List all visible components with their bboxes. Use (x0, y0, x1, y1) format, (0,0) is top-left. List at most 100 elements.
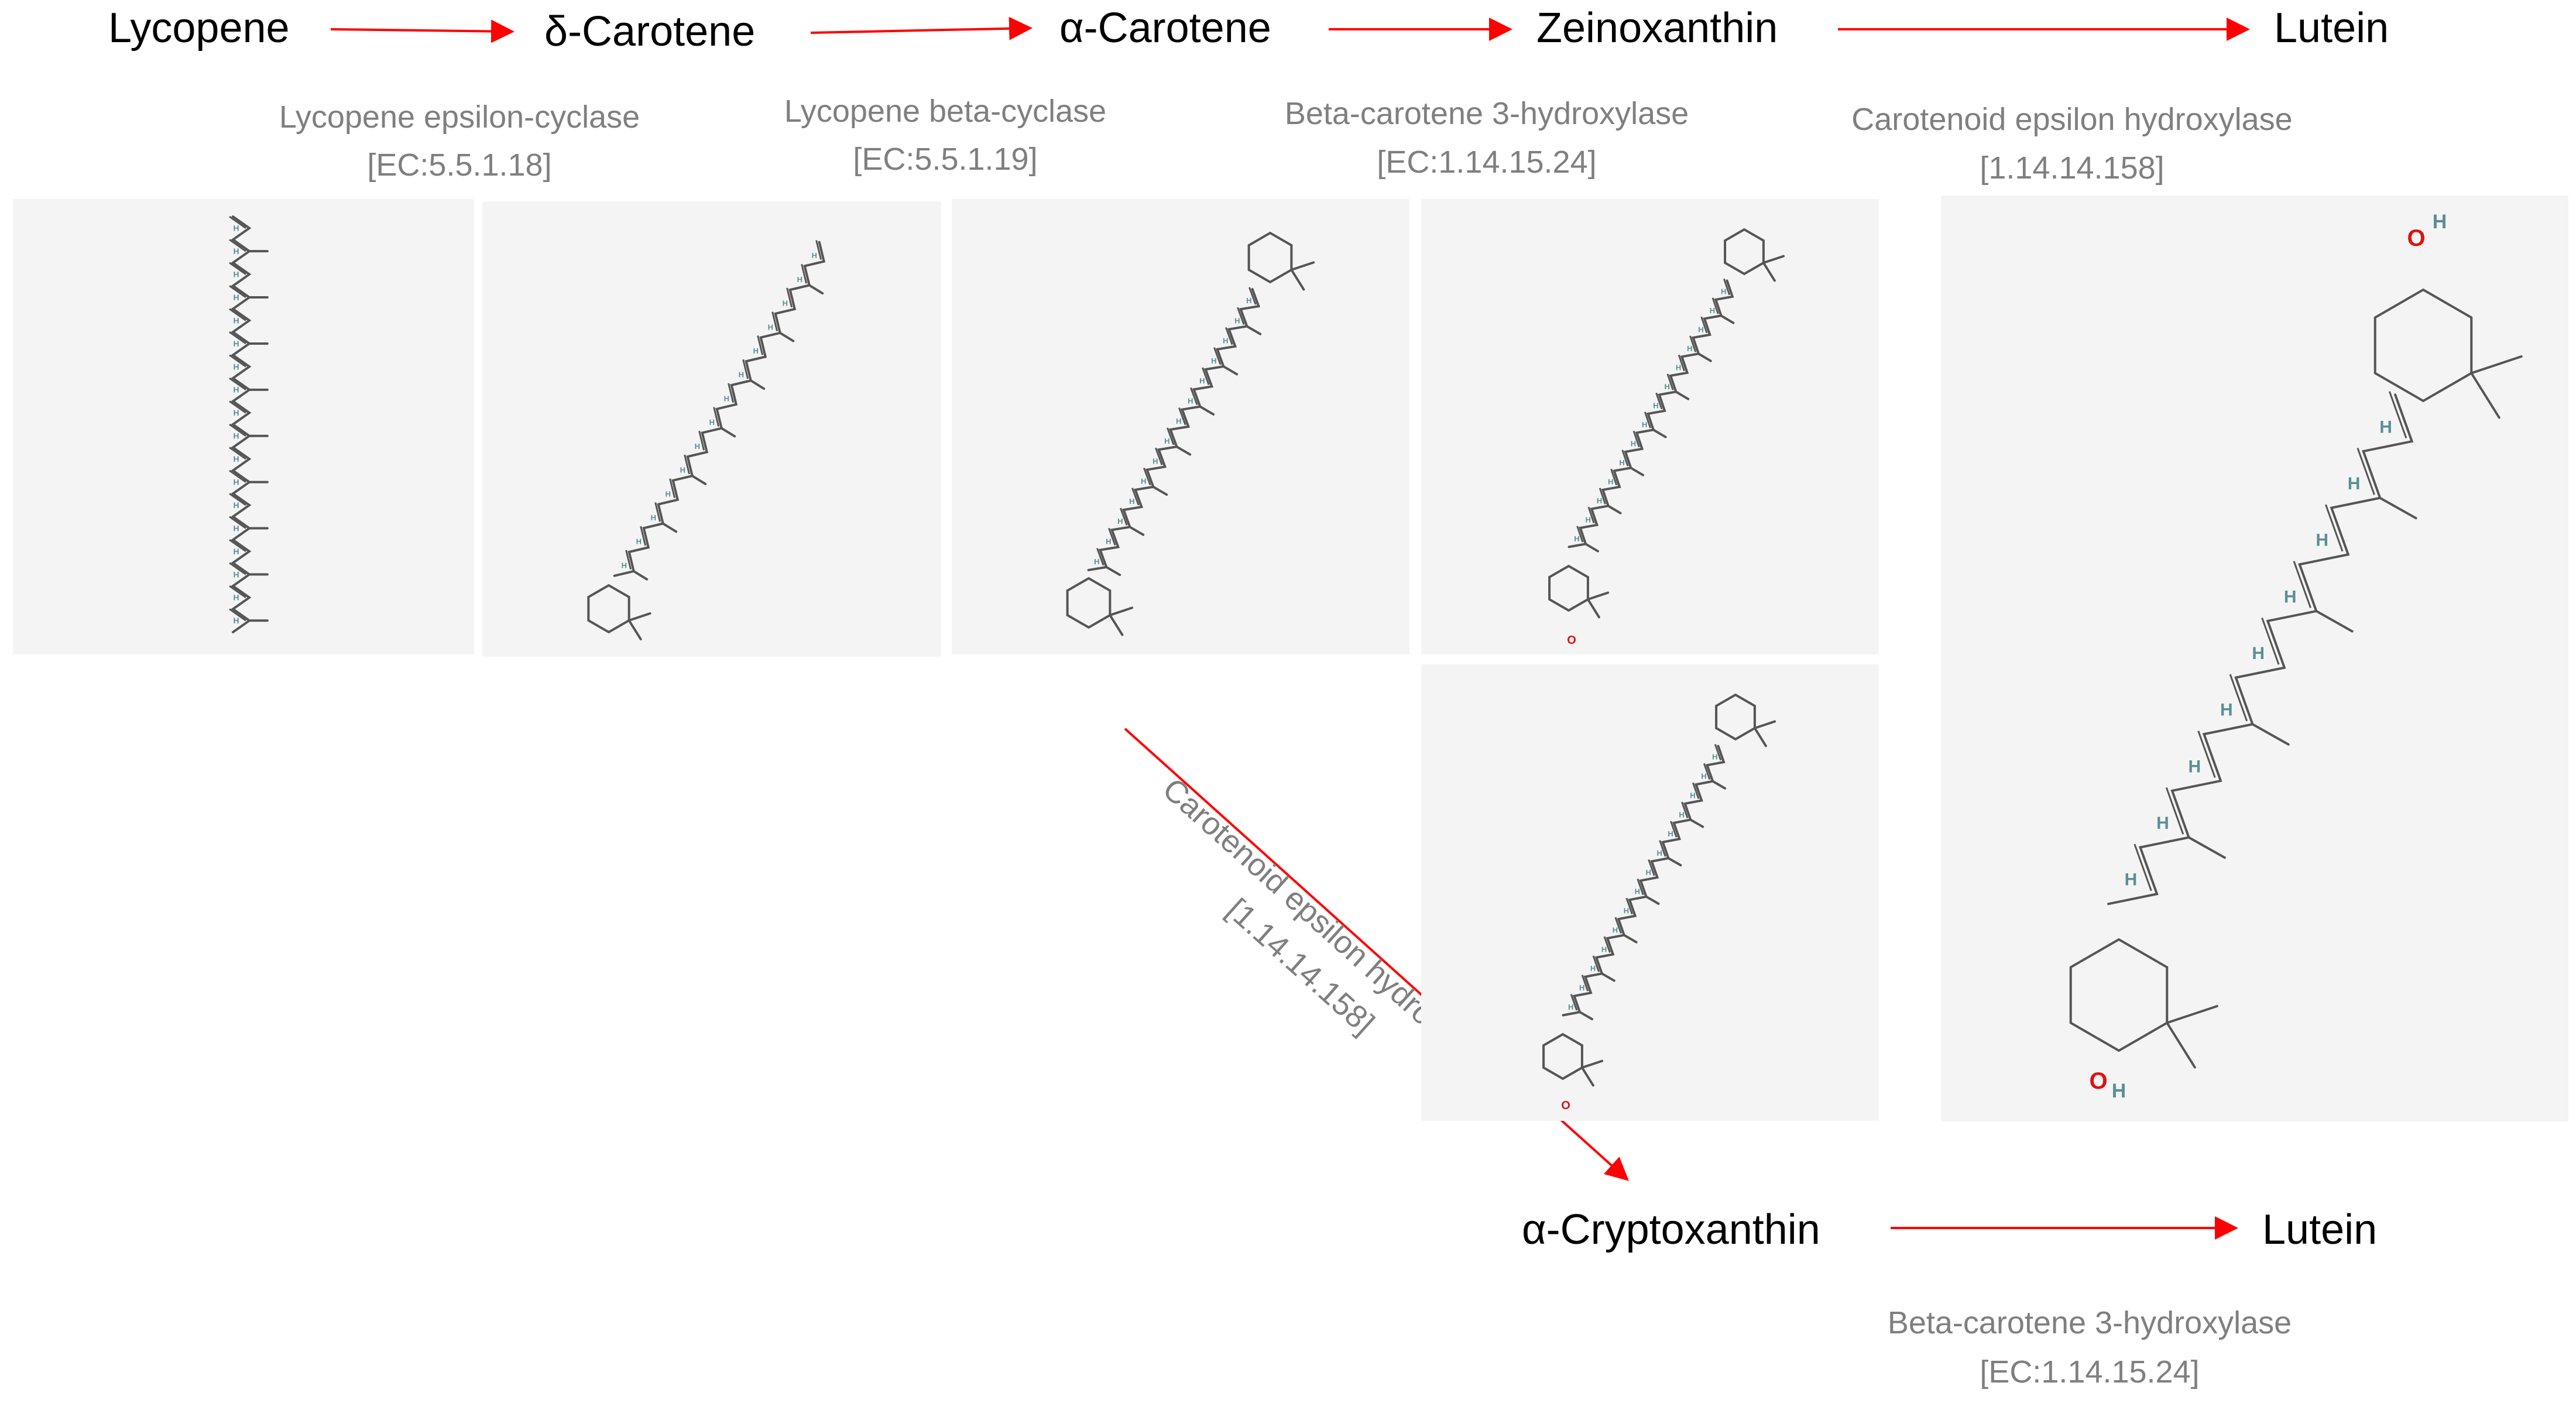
hydrogen-label: H (2433, 211, 2447, 233)
double-bond (1703, 763, 1711, 780)
cyclohexene-ring (2373, 288, 2473, 403)
hydrogen-label: H (1586, 515, 1591, 524)
double-bond (1655, 392, 1663, 410)
double-bond (1131, 488, 1140, 506)
double-bond (229, 447, 246, 460)
hydrogen-label: H (1701, 772, 1706, 781)
enzyme-name: Carotenoid epsilon hydroxylase (1851, 102, 2292, 137)
double-bond (229, 239, 246, 252)
structure-panel-alpha-cryptoxanthin (1421, 664, 1879, 1121)
hydrogen-label: H (622, 561, 627, 570)
hydrogen-label: H (1094, 557, 1099, 566)
compound-alpha-carotene: α-Carotene (1059, 5, 1271, 52)
double-bond (1723, 278, 1731, 296)
hydrogen-label: H (2189, 757, 2201, 776)
hydrogen-label: H (1152, 457, 1158, 465)
enzyme-ec-number: [EC:5.5.1.19] (853, 142, 1037, 177)
hydrogen-label: H (1211, 356, 1216, 365)
methyl-group (2251, 723, 2290, 746)
double-bond (229, 608, 246, 622)
cyclohexene-ring (1247, 231, 1293, 284)
methyl-group (1199, 405, 1215, 416)
methyl-group (1578, 1011, 1593, 1021)
methyl-group (1667, 857, 1682, 867)
gem-dimethyl (1762, 255, 1785, 264)
hydrogen-label: H (2316, 531, 2328, 550)
double-bond (1248, 287, 1257, 305)
methyl-group (661, 522, 678, 533)
double-bond (1700, 316, 1708, 334)
enzyme-ec-number: [EC:1.14.15.24] (1377, 145, 1596, 180)
double-bond (1689, 335, 1697, 352)
methyl-group (1689, 818, 1704, 828)
enzyme-carotenoid-epsilon-hydroxylase-top: Carotenoid epsilon hydroxylase [1.14.14.… (1851, 102, 2292, 186)
methyl-group (1607, 505, 1622, 514)
double-bond (654, 502, 661, 522)
hydrogen-label: H (2156, 814, 2169, 833)
hydrogen-label: H (1687, 344, 1692, 353)
double-bond (1202, 367, 1210, 385)
double-bond (229, 308, 246, 321)
double-bond (1610, 468, 1618, 486)
methyl-group (1720, 314, 1735, 324)
hydrogen-label: H (1690, 791, 1695, 800)
hydrogen-label: H (1613, 925, 1618, 934)
hydrogen-label: H (1601, 945, 1607, 953)
double-bond (1603, 936, 1611, 953)
methyl-group (1246, 325, 1262, 335)
hydrogen-label: H (234, 339, 239, 348)
cyclohexene-ring (1542, 1032, 1583, 1080)
polyene-chain (1567, 279, 1734, 548)
hydrogen-label: H (1199, 376, 1205, 385)
hydrogen-label: H (812, 251, 817, 260)
gem-dimethyl (1586, 591, 1610, 601)
double-bond (2261, 617, 2280, 665)
double-bond (229, 423, 246, 437)
gem-dimethyl (2470, 372, 2500, 419)
double-bond (229, 331, 246, 345)
double-bond (1681, 801, 1689, 818)
double-bond (1190, 387, 1198, 406)
double-bond (1143, 467, 1151, 486)
hydrogen-label: H (234, 547, 239, 556)
enzyme-name: Beta-carotene 3-hydroxylase (1888, 1305, 2292, 1340)
double-bond (625, 550, 632, 570)
gem-dimethyl (627, 612, 651, 622)
double-bond (2293, 561, 2311, 609)
double-bond (1120, 507, 1128, 526)
methyl-group (2315, 610, 2354, 633)
methyl-group (632, 570, 649, 581)
double-bond (640, 526, 647, 546)
gem-dimethyl (2166, 1005, 2218, 1024)
double-bond (229, 585, 246, 599)
methyl-group (1600, 972, 1615, 982)
enzyme-beta-carotene-hydroxylase-bottom: Beta-carotene 3-hydroxylase [EC:1.14.15.… (1888, 1305, 2292, 1390)
hydrogen-label: H (739, 371, 744, 379)
double-bond (229, 285, 246, 299)
double-bond (713, 407, 720, 427)
hydrogen-label: H (2125, 870, 2138, 890)
methyl-group (1697, 352, 1712, 362)
methyl-group (1584, 543, 1599, 553)
double-bond (2229, 674, 2248, 722)
double-bond (669, 478, 676, 498)
double-bond (1648, 859, 1655, 876)
hydrogen-label: H (709, 418, 715, 427)
hydrogen-label: H (234, 224, 239, 233)
enzyme-lycopene-epsilon-cyclase: Lycopene epsilon-cyclase [EC:5.5.1.18] (279, 100, 640, 183)
hydrogen-label: H (1164, 437, 1169, 445)
hydrogen-label: H (234, 500, 239, 510)
hydrogen-label: H (234, 616, 239, 625)
hydrogen-label: H (234, 315, 239, 325)
gem-dimethyl (627, 619, 642, 640)
double-bond (801, 263, 808, 284)
double-bond (815, 240, 822, 260)
double-bond (698, 430, 705, 451)
double-bond (1225, 327, 1233, 345)
double-bond (1670, 821, 1678, 838)
gem-dimethyl (1290, 261, 1315, 271)
double-bond (1213, 347, 1222, 365)
double-bond (1714, 744, 1722, 761)
double-bond (229, 516, 246, 529)
